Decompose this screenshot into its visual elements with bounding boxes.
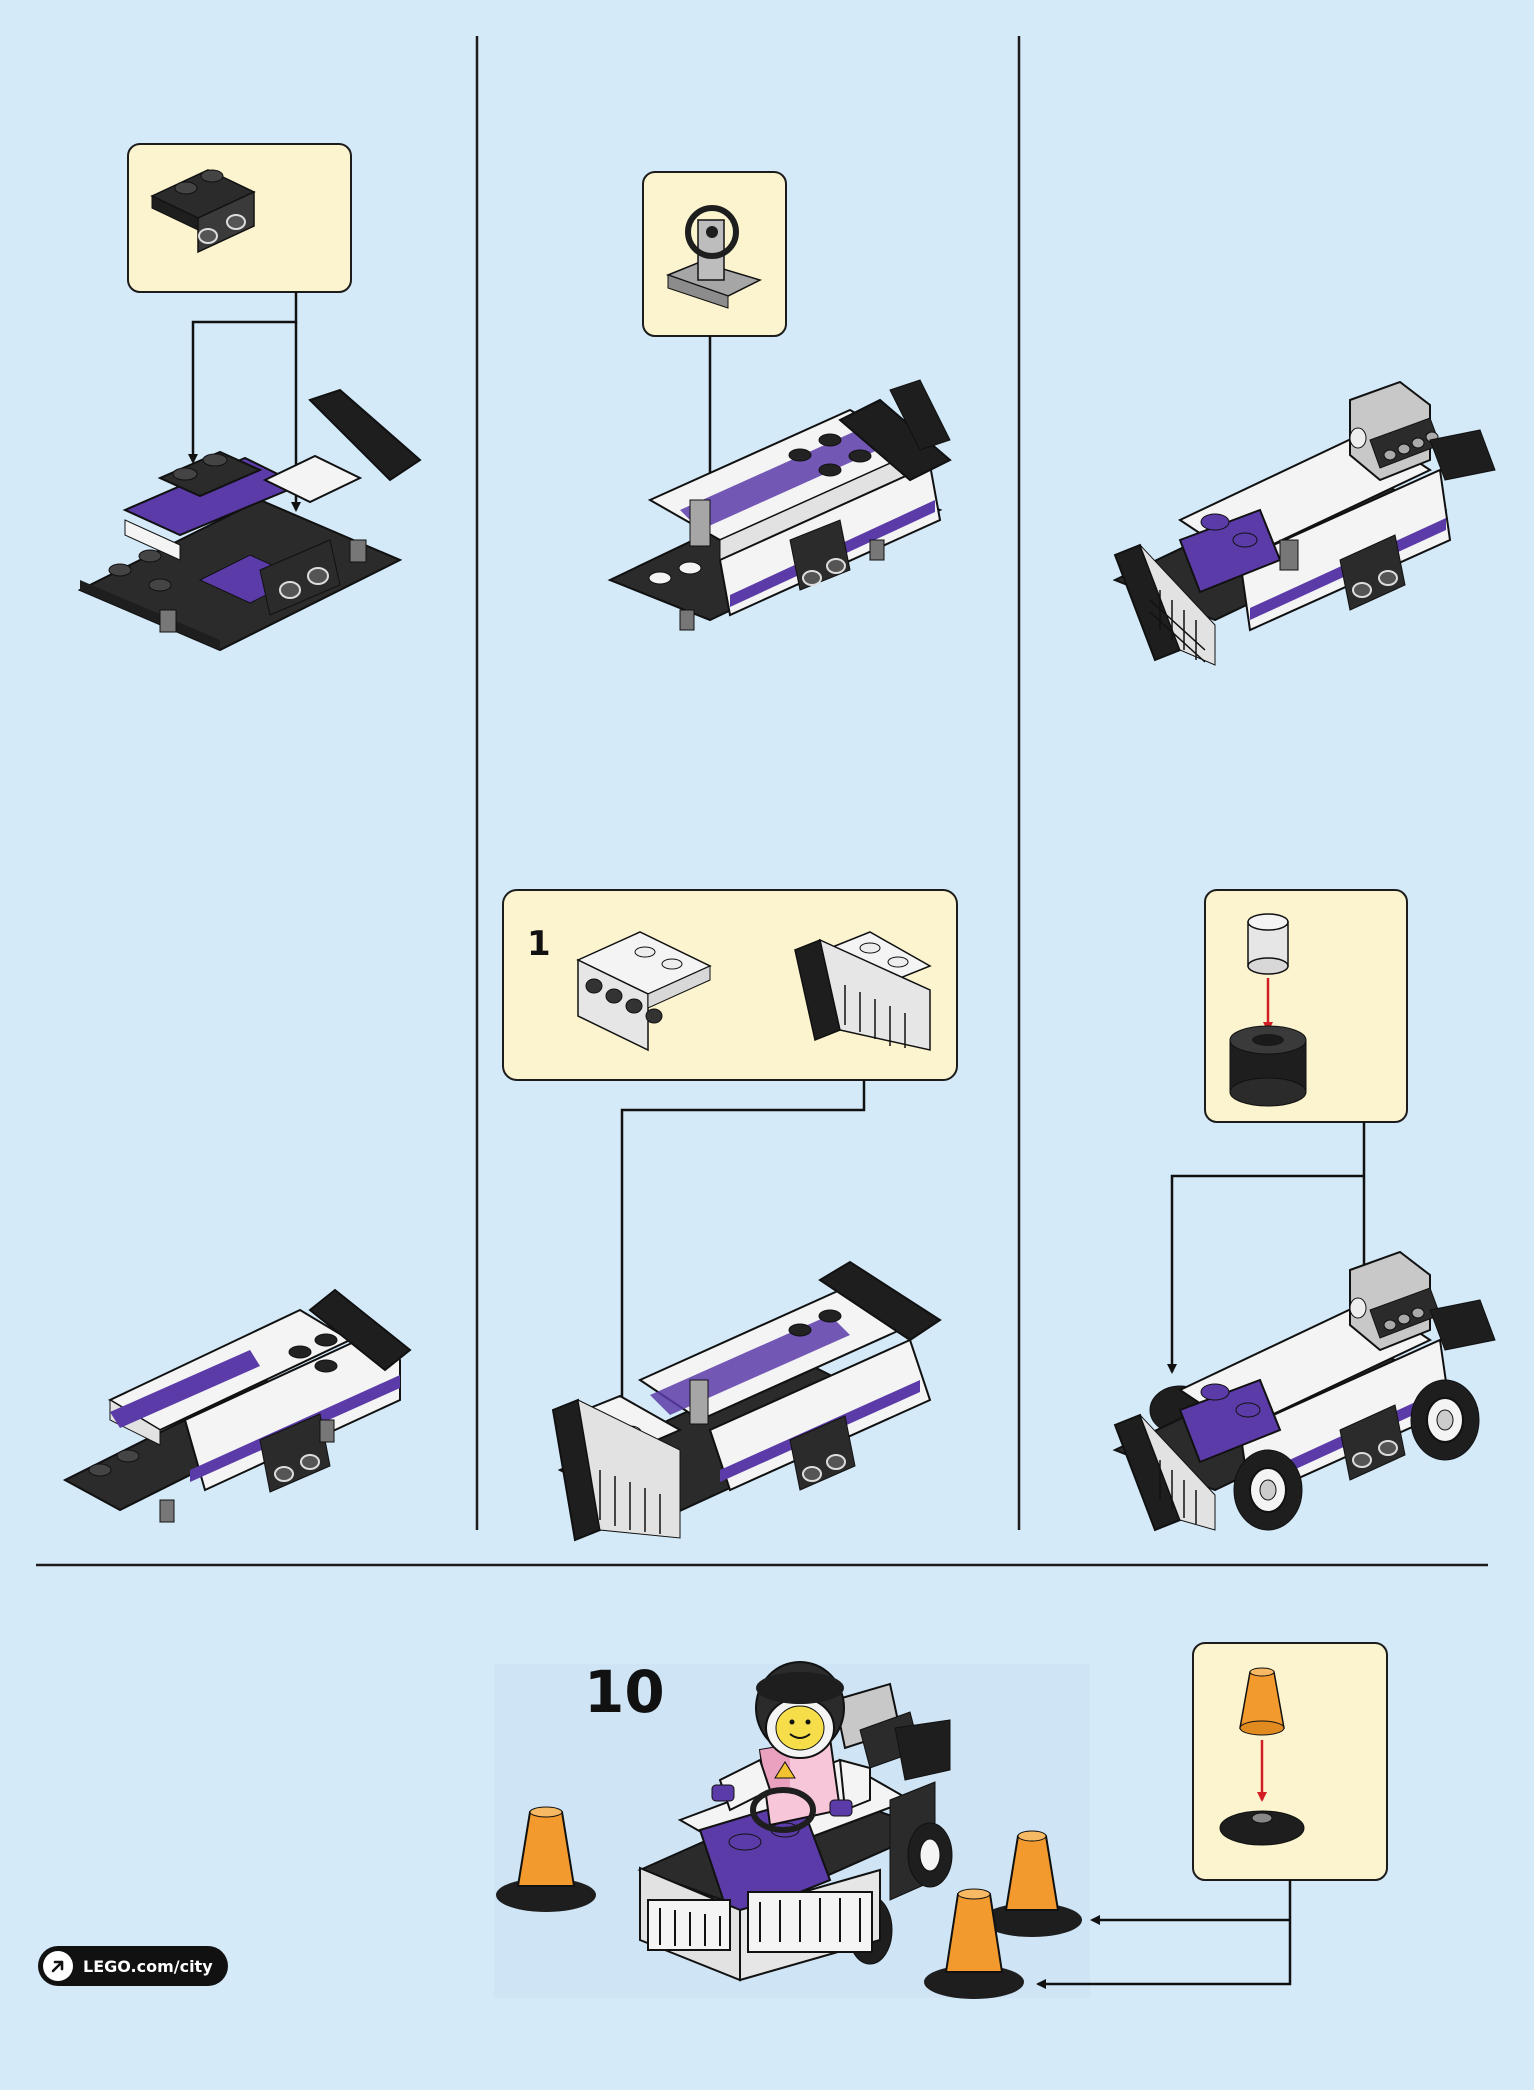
parts-callout-bracket (128, 144, 351, 292)
step-number-10: 10 (584, 1658, 665, 1726)
tire-part-icon (1230, 1026, 1306, 1106)
kart-body-build (610, 380, 950, 630)
parts-callout-bumper: 1 (503, 890, 957, 1080)
step-panel-final: 10 (494, 1643, 1387, 1999)
wheel-rear-right (1411, 1380, 1479, 1460)
sub-step-number: 1 (527, 924, 551, 964)
parts-callout-cone (1193, 1643, 1387, 1880)
step-panel-top-middle (610, 172, 950, 630)
step-panel-mid-left (65, 1290, 410, 1522)
parts-callout-steering (643, 172, 786, 336)
kart-with-engine (1115, 382, 1495, 665)
kart-bumper-build (553, 1262, 940, 1540)
step-panel-mid-right (1115, 890, 1495, 1530)
lego-city-link[interactable]: LEGO.com/city (38, 1946, 228, 1986)
hub-part-icon (1248, 914, 1288, 974)
kart-chassis-build (80, 390, 420, 650)
wheel-front-right (1234, 1450, 1302, 1530)
parts-callout-wheel (1205, 890, 1407, 1122)
step-panel-top-left (80, 144, 420, 650)
step-panel-top-right (1115, 382, 1495, 665)
arrow-up-right-icon (43, 1951, 73, 1981)
kart-body-step (65, 1290, 410, 1522)
step-panel-mid-middle: 1 (503, 890, 957, 1540)
round-plate-part-icon (1220, 1811, 1304, 1845)
link-label: LEGO.com/city (83, 1957, 213, 1976)
